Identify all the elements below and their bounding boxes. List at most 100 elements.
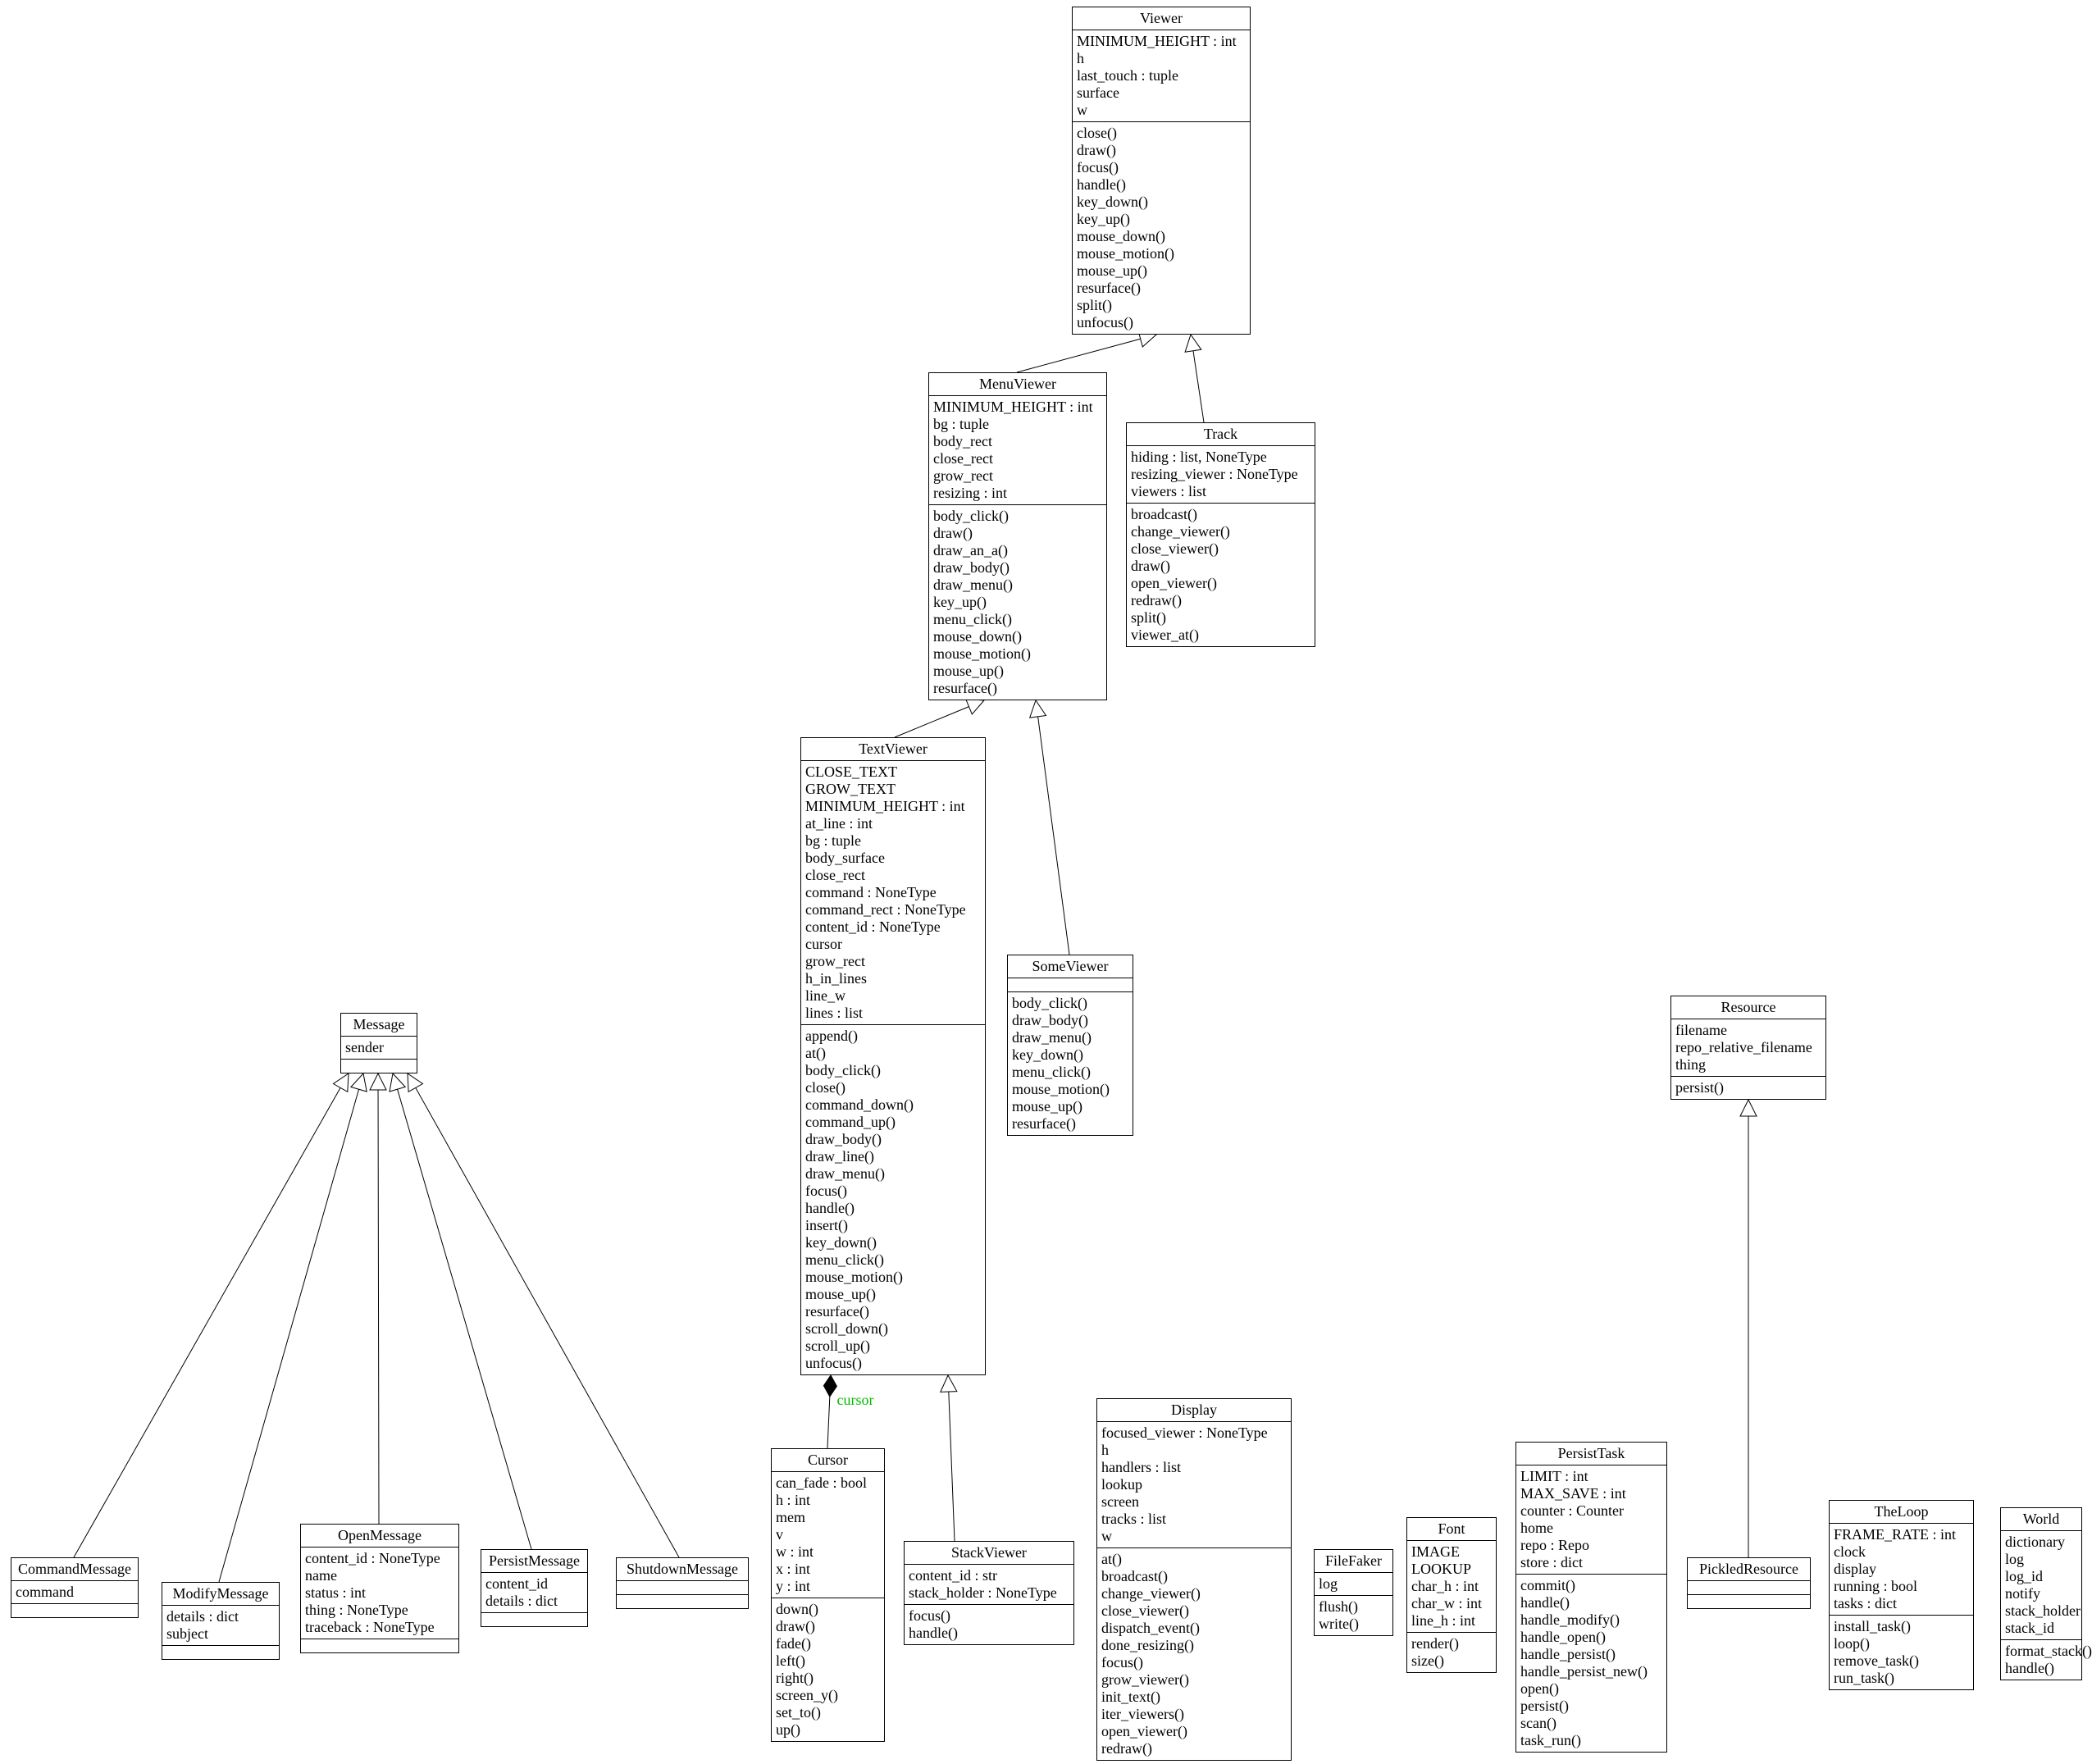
attribute: MINIMUM_HEIGHT : int — [933, 399, 1093, 415]
method: handle() — [805, 1200, 855, 1216]
attribute: surface — [1077, 84, 1119, 101]
attributes-section-SomeViewer — [1008, 978, 1133, 992]
attribute: sender — [345, 1039, 384, 1055]
attribute: filename — [1675, 1022, 1727, 1038]
attribute: stack_id — [2005, 1620, 2054, 1636]
method: draw() — [1131, 558, 1170, 574]
attribute: CLOSE_TEXT — [805, 763, 897, 780]
class-name-FileFaker: FileFaker — [1315, 1550, 1392, 1573]
method: insert() — [805, 1217, 848, 1233]
inheritance-edge-TextViewer-to-MenuViewer — [894, 706, 969, 738]
method: mouse_down() — [933, 628, 1022, 645]
methods-section-Cursor: down()draw()fade()left()right()screen_y(… — [772, 1598, 884, 1741]
inheritance-arrowhead — [369, 1072, 387, 1091]
attribute: content_id : NoneType — [805, 918, 941, 935]
method: down() — [776, 1601, 818, 1617]
attribute: display — [1834, 1561, 1876, 1577]
methods-section-Viewer: close()draw()focus()handle()key_down()ke… — [1073, 122, 1250, 334]
method: viewer_at() — [1131, 627, 1199, 643]
method: draw_body() — [805, 1131, 882, 1147]
attribute: h_in_lines — [805, 970, 867, 987]
attribute: tasks : dict — [1834, 1595, 1897, 1611]
composition-edge-Cursor-to-TextViewer — [827, 1396, 831, 1449]
method: remove_task() — [1834, 1652, 1919, 1669]
class-name-PersistTask: PersistTask — [1516, 1443, 1666, 1465]
inheritance-edge-ModifyMessage-to-Message — [218, 1089, 360, 1583]
method: redraw() — [1101, 1740, 1152, 1757]
attribute: name — [305, 1567, 337, 1584]
methods-section-ShutdownMessage — [617, 1595, 748, 1608]
method: set_to() — [776, 1704, 821, 1721]
method: key_up() — [1077, 211, 1130, 227]
method: mouse_down() — [1077, 228, 1165, 244]
class-name-SomeViewer: SomeViewer — [1008, 955, 1133, 978]
method: broadcast() — [1131, 506, 1197, 522]
method: persist() — [1520, 1698, 1569, 1714]
method: split() — [1077, 297, 1112, 313]
method: append() — [805, 1028, 858, 1044]
methods-section-StackViewer: focus()handle() — [905, 1605, 1073, 1644]
method: mouse_up() — [1077, 262, 1147, 279]
inheritance-arrowhead — [1028, 699, 1047, 718]
attribute: body_surface — [805, 850, 885, 866]
methods-section-OpenMessage — [301, 1639, 458, 1652]
attribute: mem — [776, 1509, 805, 1525]
inheritance-arrowhead — [349, 1072, 367, 1092]
attribute: hiding : list, NoneType — [1131, 449, 1267, 465]
attribute: subject — [166, 1625, 208, 1642]
method: command_down() — [805, 1096, 914, 1113]
attribute: y : int — [776, 1578, 811, 1594]
method: mouse_up() — [805, 1286, 876, 1302]
attribute: traceback : NoneType — [305, 1619, 435, 1635]
attribute: LOOKUP — [1411, 1561, 1472, 1577]
methods-section-CommandMessage — [11, 1604, 138, 1617]
class-name-ModifyMessage: ModifyMessage — [162, 1583, 279, 1606]
attribute: screen — [1101, 1493, 1139, 1510]
method: init_text() — [1101, 1689, 1160, 1705]
method: menu_click() — [1012, 1064, 1091, 1080]
attribute: command_rect : NoneType — [805, 901, 966, 918]
attribute: viewers : list — [1131, 483, 1206, 499]
method: focus() — [1101, 1654, 1143, 1671]
methods-section-TextViewer: append()at()body_click()close()command_d… — [801, 1025, 985, 1374]
attribute: line_h : int — [1411, 1612, 1475, 1629]
method: write() — [1319, 1616, 1359, 1632]
attribute: stack_holder — [2005, 1602, 2081, 1619]
method: body_click() — [805, 1062, 881, 1078]
attribute: clock — [1834, 1543, 1866, 1560]
composition-diamond — [823, 1374, 837, 1397]
method: mouse_motion() — [1077, 245, 1174, 262]
attribute: h : int — [776, 1492, 811, 1508]
method: resurface() — [1077, 280, 1141, 296]
attribute: line_w — [805, 987, 845, 1004]
class-name-Font: Font — [1407, 1518, 1496, 1541]
class-name-PickledResource: PickledResource — [1688, 1558, 1810, 1581]
class-name-MenuViewer: MenuViewer — [929, 373, 1106, 396]
attribute: h — [1077, 50, 1084, 66]
class-name-Cursor: Cursor — [772, 1449, 884, 1472]
method: mouse_motion() — [933, 645, 1031, 662]
attribute: GROW_TEXT — [805, 781, 896, 797]
method: right() — [776, 1670, 814, 1686]
method: grow_viewer() — [1101, 1671, 1189, 1688]
attribute: w — [1077, 102, 1087, 118]
method: body_click() — [933, 508, 1009, 524]
attribute: content_id : NoneType — [305, 1550, 440, 1566]
class-name-OpenMessage: OpenMessage — [301, 1525, 458, 1547]
method: handle() — [1077, 176, 1126, 193]
method: unfocus() — [1077, 314, 1133, 330]
class-name-PersistMessage: PersistMessage — [481, 1550, 587, 1573]
